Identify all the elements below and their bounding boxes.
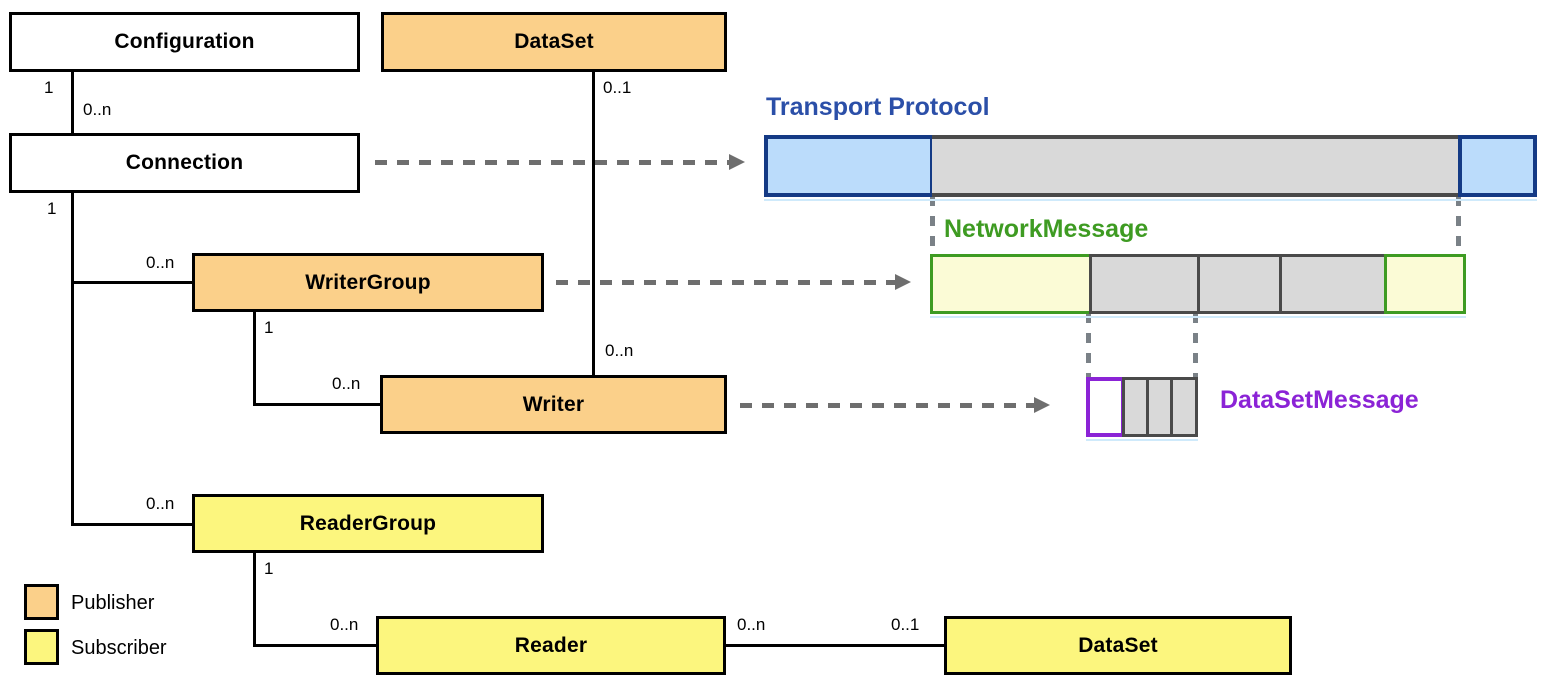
underline-transport-bar: [764, 199, 1537, 201]
label-datasetmessage: DataSetMessage: [1220, 386, 1419, 414]
dashed-arrow-shaft: [556, 280, 897, 285]
class-box-writergroup[interactable]: WriterGroup: [192, 253, 544, 312]
connector-reader-dataset: [726, 644, 946, 647]
segment-transport-trailer: [1458, 135, 1537, 197]
segment-datasetmessage-header: [1086, 377, 1125, 437]
segment-transport-header: [764, 135, 934, 197]
segment-networkmessage-dsm-3: [1279, 254, 1387, 314]
multiplicity-writergroup-to-writer: 0..n: [332, 374, 361, 393]
bar-networkmessage: [930, 254, 1466, 314]
guide-line-networkmessage-left-to-datasetmessage: [1086, 313, 1091, 378]
class-label-dataset-subscriber: DataSet: [1078, 633, 1158, 657]
multiplicity-writergroup-one: 1: [264, 318, 274, 337]
multiplicity-dataset-to-writer: 0..1: [603, 78, 632, 97]
connector-readergroup-reader-horizontal: [253, 644, 379, 647]
class-box-readergroup[interactable]: ReaderGroup: [192, 494, 544, 553]
segment-networkmessage-dsm-1: [1089, 254, 1200, 314]
legend-swatch-subscriber: [24, 629, 59, 665]
dashed-arrow-writergroup-to-networkmessage: [556, 274, 911, 290]
class-box-writer[interactable]: Writer: [380, 375, 727, 434]
segment-networkmessage-trailer: [1384, 254, 1466, 314]
class-label-configuration: Configuration: [114, 30, 255, 53]
connector-readergroup-reader-vertical: [253, 552, 256, 646]
label-networkmessage: NetworkMessage: [944, 215, 1149, 243]
multiplicity-connection-to-writergroup: 0..n: [146, 253, 175, 272]
connector-dataset-writer: [592, 72, 595, 379]
legend-label-publisher: Publisher: [71, 592, 155, 614]
dashed-arrow-shaft: [740, 403, 1036, 408]
class-box-dataset-subscriber[interactable]: DataSet: [944, 616, 1292, 675]
class-label-reader: Reader: [514, 633, 588, 657]
connector-connection-readergroup: [71, 523, 195, 526]
segment-transport-payload: [932, 135, 1460, 197]
dashed-arrow-connection-to-transport: [375, 154, 745, 170]
segment-datasetmessage-field-1: [1122, 377, 1149, 437]
class-label-writergroup: WriterGroup: [305, 270, 431, 294]
arrow-head-icon: [895, 274, 911, 290]
underline-datasetmessage-bar: [1086, 439, 1198, 441]
bar-transport-protocol: [764, 135, 1537, 197]
dashed-arrow-shaft: [375, 160, 731, 165]
connector-connection-writergroup: [71, 281, 195, 284]
multiplicity-connection-one: 1: [47, 199, 57, 218]
dashed-arrow-writer-to-datasetmessage: [740, 397, 1050, 413]
class-box-dataset-publisher[interactable]: DataSet: [381, 12, 727, 72]
segment-datasetmessage-field-2: [1146, 377, 1173, 437]
connector-writergroup-writer-horizontal: [253, 403, 383, 406]
guide-line-networkmessage-right-to-datasetmessage: [1193, 313, 1198, 378]
bar-datasetmessage: [1086, 377, 1198, 437]
multiplicity-writer-to-dataset: 0..n: [605, 341, 634, 360]
guide-line-transport-right-to-networkmessage: [1456, 196, 1461, 261]
multiplicity-config-to-connection-one: 1: [44, 78, 54, 97]
label-transport-protocol: Transport Protocol: [766, 93, 990, 121]
class-label-dataset-publisher: DataSet: [514, 30, 594, 53]
class-label-writer: Writer: [522, 392, 585, 416]
guide-line-transport-left-to-networkmessage: [930, 196, 935, 261]
class-label-readergroup: ReaderGroup: [299, 511, 437, 535]
multiplicity-readergroup-to-reader: 0..n: [330, 615, 359, 634]
underline-networkmessage-bar: [930, 316, 1466, 318]
multiplicity-readergroup-one: 1: [264, 559, 274, 578]
class-box-reader[interactable]: Reader: [376, 616, 726, 675]
class-box-configuration[interactable]: Configuration: [9, 12, 360, 72]
class-label-connection: Connection: [125, 151, 244, 174]
connector-writergroup-writer-vertical: [253, 311, 256, 405]
arrow-head-icon: [729, 154, 745, 170]
segment-networkmessage-header: [930, 254, 1092, 314]
segment-networkmessage-dsm-2: [1197, 254, 1282, 314]
multiplicity-config-to-connection-many: 0..n: [83, 100, 112, 119]
segment-datasetmessage-field-3: [1170, 377, 1198, 437]
connector-configuration-connection: [71, 72, 74, 135]
connector-connection-trunk: [71, 192, 74, 526]
arrow-head-icon: [1034, 397, 1050, 413]
legend-swatch-publisher: [24, 584, 59, 620]
class-box-connection[interactable]: Connection: [9, 133, 360, 193]
multiplicity-reader-to-dataset-many: 0..n: [737, 615, 766, 634]
multiplicity-connection-to-readergroup: 0..n: [146, 494, 175, 513]
legend-label-subscriber: Subscriber: [71, 637, 167, 659]
multiplicity-reader-to-dataset-one: 0..1: [891, 615, 920, 634]
